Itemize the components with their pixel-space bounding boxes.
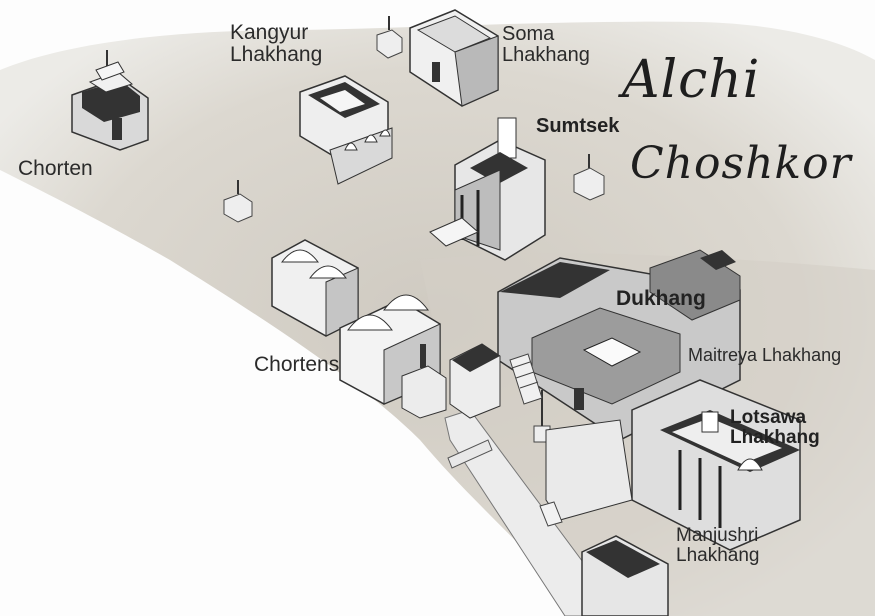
map-title-line1: Alchi [622, 50, 761, 110]
label-manjushri-line1: Manjushri [676, 525, 759, 546]
bottom-building [581, 535, 669, 616]
label-dukhang: Dukhang [616, 287, 706, 310]
label-kangyur-line1: Kangyur [230, 21, 309, 44]
label-kangyur-lhakhang: Kangyur Lhakhang [230, 21, 323, 67]
chorten-building [71, 50, 149, 151]
label-lotsawa-line1: Lotsawa [730, 407, 807, 428]
small-stupa-left [223, 180, 253, 223]
small-stupa-top [376, 16, 403, 59]
boundary-wall [447, 439, 493, 469]
label-chortens: Chortens [254, 353, 340, 376]
soma-lhakhang-building [409, 9, 499, 107]
chortens-group [271, 239, 447, 419]
label-manjushri-line2: Lhakhang [676, 544, 760, 566]
label-maitreya-lhakhang: Maitreya Lhakhang [688, 345, 842, 365]
label-kangyur-line2: Lhakhang [230, 43, 323, 67]
label-lotsawa-lhakhang: Lotsawa Lhakhang [730, 408, 820, 448]
label-manjushri-lhakhang: Manjushri Lhakhang [676, 526, 759, 566]
kangyur-lhakhang-building [299, 75, 393, 185]
label-soma-lhakhang: Soma Lhakhang [502, 24, 590, 66]
label-soma-line1: Soma [502, 23, 555, 45]
sumtsek-temple [429, 117, 546, 261]
small-stupa-right [573, 154, 605, 201]
label-soma-line2: Lhakhang [502, 44, 590, 66]
label-lotsawa-line2: Lhakhang [730, 426, 820, 448]
map-title-line2: Choshkor [630, 138, 852, 189]
label-sumtsek: Sumtsek [536, 115, 620, 137]
label-chorten: Chorten [18, 157, 93, 180]
lotsawa-manjushri-building [539, 379, 801, 551]
